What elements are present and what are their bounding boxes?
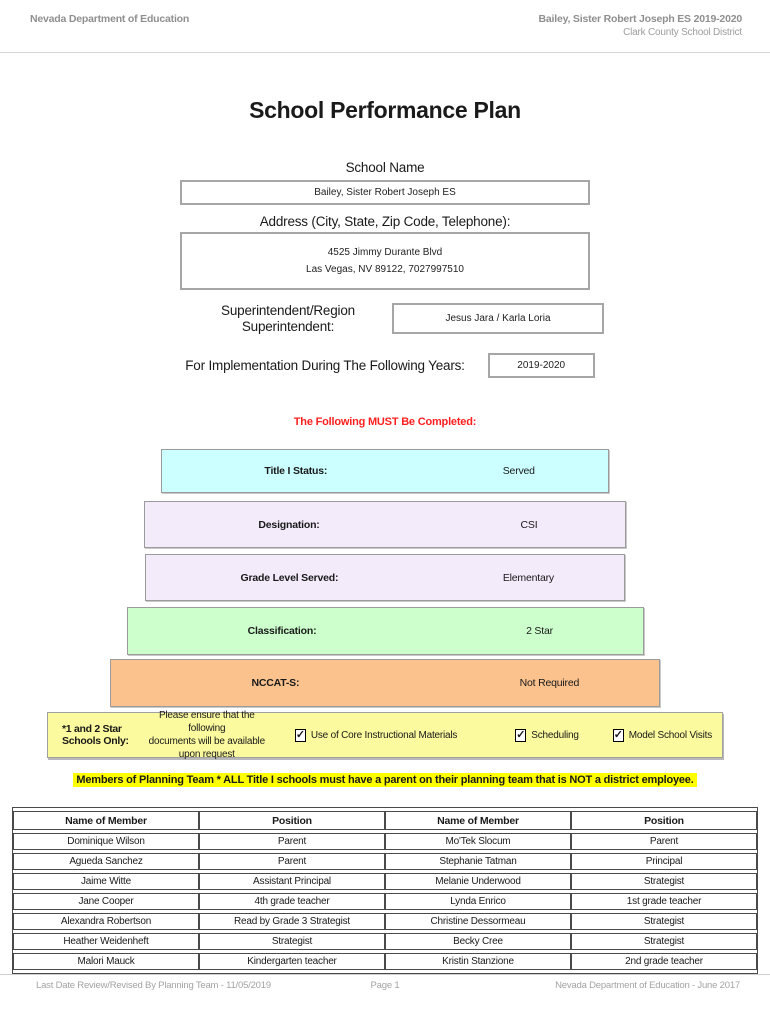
implementation-years-value: 2019-2020 <box>517 360 566 372</box>
planning-team-notice-wrap: Members of Planning Team * ALL Title I s… <box>0 770 770 788</box>
status-label: Classification: <box>247 625 317 638</box>
member-position: Assistant Principal <box>199 873 385 891</box>
checkbox-scheduling[interactable]: ✓ Scheduling <box>515 728 579 742</box>
member-position: 2nd grade teacher <box>571 953 757 971</box>
checked-checkbox-icon[interactable]: ✓ <box>294 728 306 742</box>
member-position: Strategist <box>571 873 757 891</box>
member-position: Parent <box>571 833 757 851</box>
table-row: Malori Mauck Kindergarten teacher Kristi… <box>13 953 757 971</box>
checked-checkbox-icon[interactable]: ✓ <box>612 728 624 742</box>
table-row: Alexandra Robertson Read by Grade 3 Stra… <box>13 913 757 931</box>
member-name: Jaime Witte <box>13 873 199 891</box>
school-name-value: Bailey, Sister Robert Joseph ES <box>314 187 456 199</box>
address-line1: 4525 Jimmy Durante Blvd <box>327 246 443 258</box>
status-row-classification: Classification: 2 Star <box>126 607 644 656</box>
status-value: Not Required <box>519 677 580 690</box>
member-name: Agueda Sanchez <box>13 853 199 871</box>
checkbox-label: Use of Core Instructional Materials <box>310 729 458 741</box>
member-position: Kindergarten teacher <box>199 953 385 971</box>
checkbox-label: Scheduling <box>531 729 579 741</box>
column-header: Position <box>199 811 385 831</box>
footer-review-date: Last Date Review/Revised By Planning Tea… <box>36 980 271 992</box>
implementation-years-field[interactable]: 2019-2020 <box>487 353 595 379</box>
status-label: Designation: <box>258 518 320 531</box>
member-position: Parent <box>199 833 385 851</box>
column-header: Position <box>571 811 757 831</box>
member-name: Becky Cree <box>385 933 571 951</box>
header-district: Clark County School District <box>623 27 742 38</box>
table-row: Agueda Sanchez Parent Stephanie Tatman P… <box>13 853 757 871</box>
table-row: Jane Cooper 4th grade teacher Lynda Enri… <box>13 893 757 911</box>
page-footer: Last Date Review/Revised By Planning Tea… <box>0 974 770 1024</box>
member-name: Melanie Underwood <box>385 873 571 891</box>
member-position: Strategist <box>571 933 757 951</box>
implementation-label: For Implementation During The Following … <box>185 358 465 374</box>
form-section: School Name Bailey, Sister Robert Joseph… <box>0 124 770 379</box>
member-name: Kristin Stanzione <box>385 953 571 971</box>
planning-team-table: Name of Member Position Name of Member P… <box>12 807 758 975</box>
school-name-label: School Name <box>345 160 425 176</box>
footer-source: Nevada Department of Education - June 20… <box>555 980 740 992</box>
member-name: Heather Weidenheft <box>13 933 199 951</box>
page-title: School Performance Plan <box>249 97 521 124</box>
superintendent-label: Superintendent/Region Superintendent: <box>221 303 355 334</box>
member-name: Mo'Tek Slocum <box>385 833 571 851</box>
member-position: Principal <box>571 853 757 871</box>
star-schools-box: *1 and 2 Star Schools Only: Please ensur… <box>47 710 723 761</box>
status-row-nccat-s: NCCAT-S: Not Required <box>110 659 660 708</box>
status-row-designation: Designation: CSI <box>144 501 626 549</box>
status-label: Title I Status: <box>264 465 328 478</box>
member-position: Strategist <box>571 913 757 931</box>
member-name: Lynda Enrico <box>385 893 571 911</box>
must-complete-notice: The Following MUST Be Completed: <box>293 416 477 429</box>
table-header-row: Name of Member Position Name of Member P… <box>13 811 757 831</box>
page-header: Nevada Department of Education Bailey, S… <box>0 0 770 54</box>
superintendent-field[interactable]: Jesus Jara / Karla Loria <box>392 303 604 335</box>
star-schools-label: *1 and 2 Star Schools Only: <box>62 723 129 748</box>
status-value: CSI <box>520 518 538 531</box>
status-section: Title I Status: Served Designation: CSI … <box>0 449 770 761</box>
table-row: Jaime Witte Assistant Principal Melanie … <box>13 873 757 891</box>
status-label: Grade Level Served: <box>240 571 339 584</box>
status-row-title-i: Title I Status: Served <box>161 449 609 494</box>
address-label: Address (City, State, Zip Code, Telephon… <box>259 214 511 230</box>
member-name: Dominique Wilson <box>13 833 199 851</box>
table-row: Heather Weidenheft Strategist Becky Cree… <box>13 933 757 951</box>
column-header: Name of Member <box>13 811 199 831</box>
checked-checkbox-icon[interactable]: ✓ <box>515 728 527 742</box>
header-school-year: Bailey, Sister Robert Joseph ES 2019-202… <box>538 13 743 25</box>
member-name: Christine Dessormeau <box>385 913 571 931</box>
header-right: Bailey, Sister Robert Joseph ES 2019-202… <box>538 13 743 38</box>
implementation-row: For Implementation During The Following … <box>185 353 595 379</box>
school-name-field[interactable]: Bailey, Sister Robert Joseph ES <box>180 180 590 206</box>
superintendent-value: Jesus Jara / Karla Loria <box>445 313 551 325</box>
member-name: Alexandra Robertson <box>13 913 199 931</box>
status-value: Elementary <box>502 571 554 584</box>
checkbox-model-school-visits[interactable]: ✓ Model School Visits <box>612 728 712 742</box>
member-name: Jane Cooper <box>13 893 199 911</box>
member-position: 4th grade teacher <box>199 893 385 911</box>
table-row: Dominique Wilson Parent Mo'Tek Slocum Pa… <box>13 833 757 851</box>
checkbox-core-materials[interactable]: ✓ Use of Core Instructional Materials <box>294 728 458 742</box>
status-value: 2 Star <box>526 625 553 638</box>
status-label: NCCAT-S: <box>251 677 300 690</box>
member-position: Parent <box>199 853 385 871</box>
checkbox-label: Model School Visits <box>628 729 712 741</box>
footer-page-number: Page 1 <box>370 980 400 992</box>
superintendent-row: Superintendent/Region Superintendent: Je… <box>188 303 604 335</box>
planning-team-notice: Members of Planning Team * ALL Title I s… <box>73 773 697 788</box>
column-header: Name of Member <box>385 811 571 831</box>
member-position: Read by Grade 3 Strategist <box>199 913 385 931</box>
header-agency: Nevada Department of Education <box>30 13 190 25</box>
member-name: Malori Mauck <box>13 953 199 971</box>
member-position: 1st grade teacher <box>571 893 757 911</box>
star-schools-description: Please ensure that the following documen… <box>148 710 266 761</box>
status-value: Served <box>502 465 535 478</box>
address-field[interactable]: 4525 Jimmy Durante Blvd Las Vegas, NV 89… <box>180 232 590 291</box>
status-row-grade-level: Grade Level Served: Elementary <box>145 554 625 602</box>
member-name: Stephanie Tatman <box>385 853 571 871</box>
address-line2: Las Vegas, NV 89122, 7027997510 <box>306 264 464 276</box>
member-position: Strategist <box>199 933 385 951</box>
